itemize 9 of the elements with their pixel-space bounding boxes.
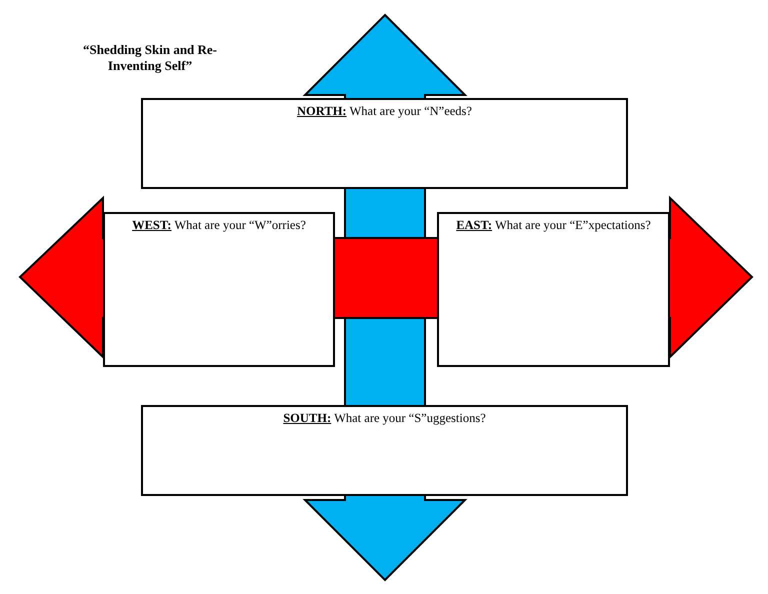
title: “Shedding Skin and Re-Inventing Self” — [82, 42, 218, 74]
prompt-box — [141, 405, 628, 496]
prompt-question: EAST: What are your “E”xpectations? — [455, 218, 652, 233]
prompt-box — [437, 212, 670, 367]
prompt-question: NORTH: What are your “N”eeds? — [296, 104, 473, 119]
prompt-box — [141, 98, 628, 189]
prompt-question: WEST: What are your “W”orries? — [131, 218, 307, 233]
prompt-question: SOUTH: What are your “S”uggestions? — [282, 411, 487, 426]
prompt-box — [103, 212, 335, 367]
